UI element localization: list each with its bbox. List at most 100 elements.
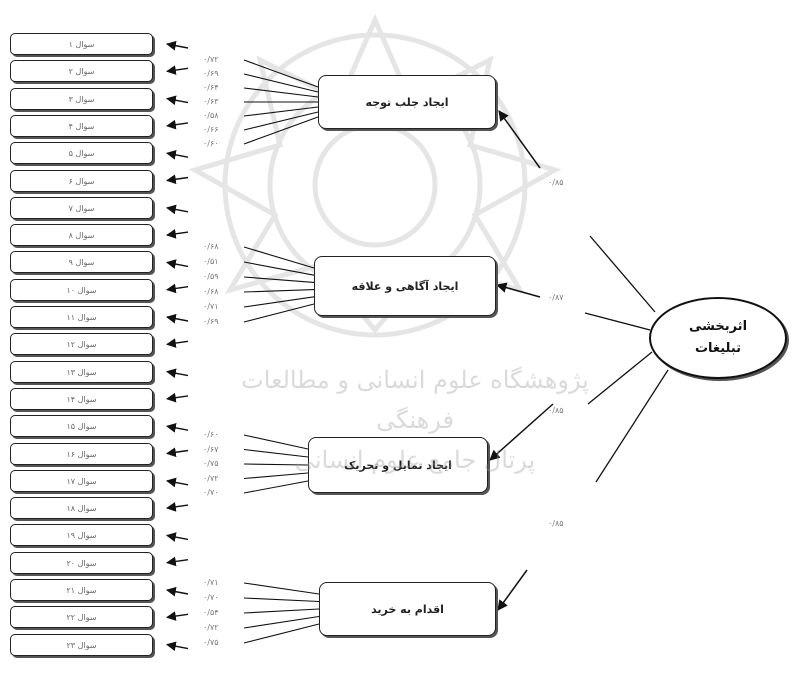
loading-value: ۰/۶۷: [203, 444, 219, 454]
error-arrow: [166, 502, 189, 512]
error-arrow: [166, 477, 189, 488]
connector-lines: [166, 40, 669, 652]
construct-link-line: [587, 351, 653, 405]
question-box: سوال ۷: [10, 196, 153, 219]
factor-attention: ایجاد جلب توجه: [318, 75, 496, 129]
error-arrow: [166, 368, 189, 379]
loading-line: [243, 87, 319, 98]
loading-line: [243, 615, 320, 629]
loading-value: ۰/۷۱: [203, 578, 219, 587]
loading-line: [243, 623, 320, 644]
loading-line: [243, 106, 319, 117]
question-box: سوال ۱۴: [10, 387, 153, 410]
construct-link-line: [589, 235, 656, 313]
question-box: سوال ۲۰: [10, 551, 153, 574]
loading-value: ۰/۶۸: [203, 242, 219, 251]
path-coefficient-awareness: ۰/۸۷: [548, 293, 564, 302]
error-arrow: [166, 556, 189, 567]
error-arrow: [166, 586, 189, 597]
question-box: سوال ۱۶: [10, 442, 153, 465]
question-box: سوال ۱۷: [10, 469, 153, 492]
path-arrow: [495, 282, 541, 298]
path-arrow: [497, 569, 528, 611]
error-arrow: [166, 392, 189, 403]
loading-value: ۰/۶۹: [203, 317, 219, 326]
question-box: سوال ۸: [10, 224, 153, 247]
factor-desire-stimulation: ایجاد تمایل و تحریک: [308, 437, 488, 493]
loading-value: ۰/۷۲: [203, 623, 219, 632]
question-box: سوال ۱۳: [10, 360, 153, 383]
question-box: سوال ۲: [10, 60, 153, 83]
error-arrow: [166, 641, 189, 652]
construct-link-line: [584, 312, 651, 331]
question-box: سوال ۱۰: [10, 278, 153, 301]
error-arrow: [166, 313, 189, 324]
question-box: سوال ۱۲: [10, 333, 153, 356]
loading-line: [243, 434, 309, 450]
loading-line: [243, 296, 315, 308]
question-box: سوال ۴: [10, 114, 153, 137]
error-arrow: [166, 95, 189, 106]
construct-link-line: [595, 369, 669, 483]
loading-value: ۰/۵۴: [203, 608, 219, 617]
loading-line: [243, 111, 319, 131]
loading-line: [243, 261, 315, 276]
factor-label: اقدام به خرید: [371, 602, 444, 616]
loading-line: [243, 597, 320, 603]
loading-value: ۰/۵۹: [203, 272, 219, 281]
path-coefficient-desire: ۰/۸۵: [548, 406, 564, 415]
question-box: سوال ۶: [10, 169, 153, 192]
error-arrow: [166, 447, 189, 458]
question-box: سوال ۳: [10, 87, 153, 110]
loading-line: [243, 116, 319, 145]
question-box: سوال ۹: [10, 251, 153, 274]
loading-value: ۰/۷۲: [203, 473, 219, 483]
factor-label: ایجاد آگاهی و علاقه: [351, 279, 459, 293]
question-box: سوال ۱۸: [10, 497, 153, 520]
loading-line: [243, 246, 315, 269]
loading-line: [243, 448, 309, 458]
error-arrow: [166, 338, 189, 348]
loading-line: [243, 303, 315, 323]
loading-value: ۰/۷۵: [203, 638, 219, 647]
question-box: سوال ۲۱: [10, 579, 153, 601]
construct-label-line1: اثربخشی: [688, 319, 748, 334]
path-arrow: [489, 403, 554, 461]
loading-value: ۰/۶۰: [203, 139, 219, 148]
loading-line: [243, 59, 319, 88]
loading-value: ۰/۶۰: [203, 430, 219, 439]
error-arrow: [166, 174, 189, 185]
loading-line: [243, 463, 309, 466]
error-arrow: [166, 611, 189, 621]
path-coefficient-attention: ۰/۸۵: [548, 178, 564, 187]
question-box: سوال ۱۵: [10, 415, 153, 438]
question-box: سوال ۱۹: [10, 524, 153, 547]
error-arrow: [166, 423, 189, 433]
loading-value: ۰/۷۵: [203, 459, 219, 468]
loading-line: [243, 480, 309, 494]
question-box: سوال ۲۳: [10, 633, 153, 656]
error-arrow: [166, 40, 189, 51]
factor-purchase-action: اقدام به خرید: [319, 582, 496, 636]
loading-value: ۰/۵۱: [203, 257, 219, 266]
factor-label: ایجاد جلب توجه: [365, 95, 449, 109]
question-box: سوال ۱۱: [10, 306, 153, 328]
error-arrow: [166, 204, 189, 215]
loading-value: ۰/۵۸: [203, 111, 219, 120]
error-arrow: [166, 532, 189, 542]
loading-value: ۰/۷۰: [203, 488, 219, 497]
loading-line: [243, 289, 315, 293]
path-coefficient-purchase: ۰/۸۵: [548, 519, 564, 528]
error-arrow: [166, 150, 189, 160]
loading-value: ۰/۶۹: [203, 69, 219, 78]
advertising-effectiveness-construct: اثربخشی تبلیغات: [649, 297, 787, 379]
loading-value: ۰/۶۴: [203, 83, 219, 92]
error-arrow: [166, 283, 189, 294]
loading-line: [243, 582, 320, 595]
question-box: سوال ۵: [10, 142, 153, 165]
loading-line: [243, 608, 320, 614]
loading-line: [243, 276, 315, 283]
loading-value: ۰/۷۲: [203, 55, 219, 64]
loading-value: ۰/۷۰: [203, 593, 219, 602]
path-arrow: [498, 110, 541, 169]
